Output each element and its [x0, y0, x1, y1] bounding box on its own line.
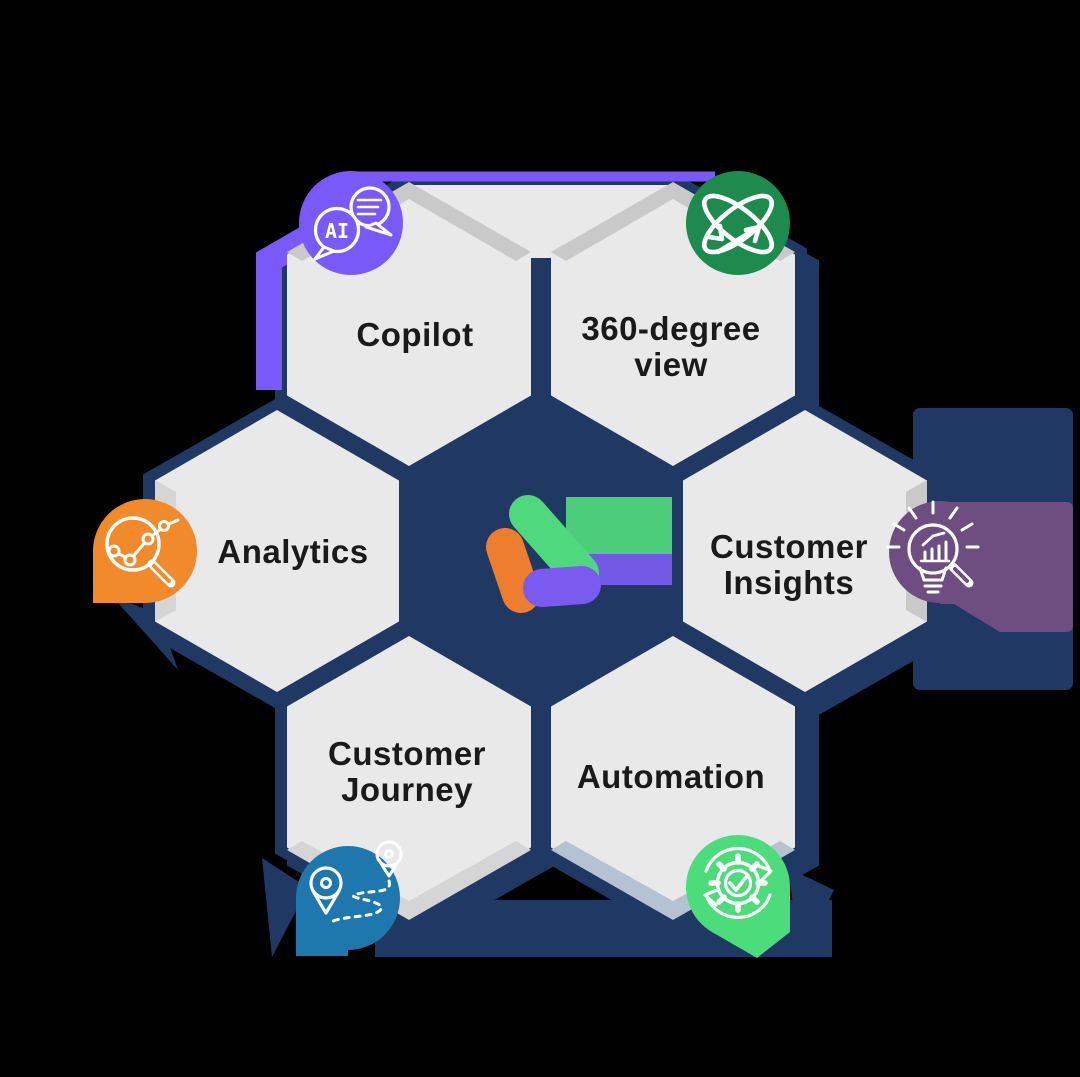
navy-top-band	[400, 179, 682, 188]
ai-chat-bubbles-icon: AI	[313, 186, 393, 261]
labels: Copilot 360-degree view Analytics Custom…	[217, 310, 868, 808]
label-360-line1: 360-degree	[581, 310, 760, 347]
label-insights-line1: Customer	[710, 528, 868, 565]
label-insights-line2: Insights	[724, 564, 855, 601]
logo-purple-bar	[523, 566, 601, 607]
customer-journey-badge	[296, 846, 400, 956]
orbit-sync-icon	[702, 193, 774, 255]
label-360-line2: view	[634, 346, 708, 383]
hex-tile-analytics	[155, 410, 399, 692]
logo-orange-bar	[486, 528, 540, 613]
magnifier-chart-icon	[105, 516, 180, 588]
lightbulb-analysis-icon	[886, 500, 980, 594]
logo-green-streak	[566, 497, 672, 554]
label-analytics: Analytics	[217, 533, 368, 570]
center-logo	[486, 495, 672, 613]
label-automation: Automation	[577, 758, 765, 795]
navy-wedge-automation	[788, 868, 834, 957]
navy-wedge-journey	[262, 858, 308, 957]
bevel-journey	[287, 841, 531, 920]
label-journey-line2: Journey	[341, 771, 473, 808]
logo-green-bar	[509, 495, 599, 592]
hex-tile-insights	[683, 410, 927, 692]
label-copilot: Copilot	[356, 316, 473, 353]
journey-pins-icon	[309, 840, 403, 924]
label-journey-line1: Customer	[328, 735, 486, 772]
navy-wedge-analytics	[112, 596, 178, 670]
view-360-badge	[686, 171, 790, 275]
gear-check-cycle-icon	[703, 846, 773, 920]
ai-label: AI	[325, 219, 349, 243]
gray-bridge-top	[409, 185, 673, 258]
